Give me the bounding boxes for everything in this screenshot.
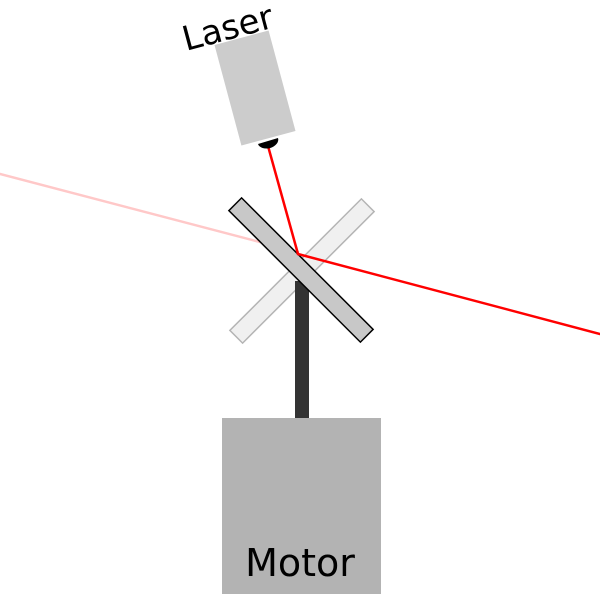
faded-reflected-beam: [0, 172, 300, 254]
motor-label: Motor: [245, 541, 355, 585]
laser: [214, 30, 296, 146]
mirror: [227, 196, 375, 344]
incident-beam: [266, 144, 300, 256]
motor-body: [222, 418, 381, 594]
motor-shaft: [295, 281, 309, 419]
reflected-beam: [296, 252, 600, 336]
laser-aperture-icon: [258, 138, 279, 149]
laser-body: [214, 30, 296, 146]
